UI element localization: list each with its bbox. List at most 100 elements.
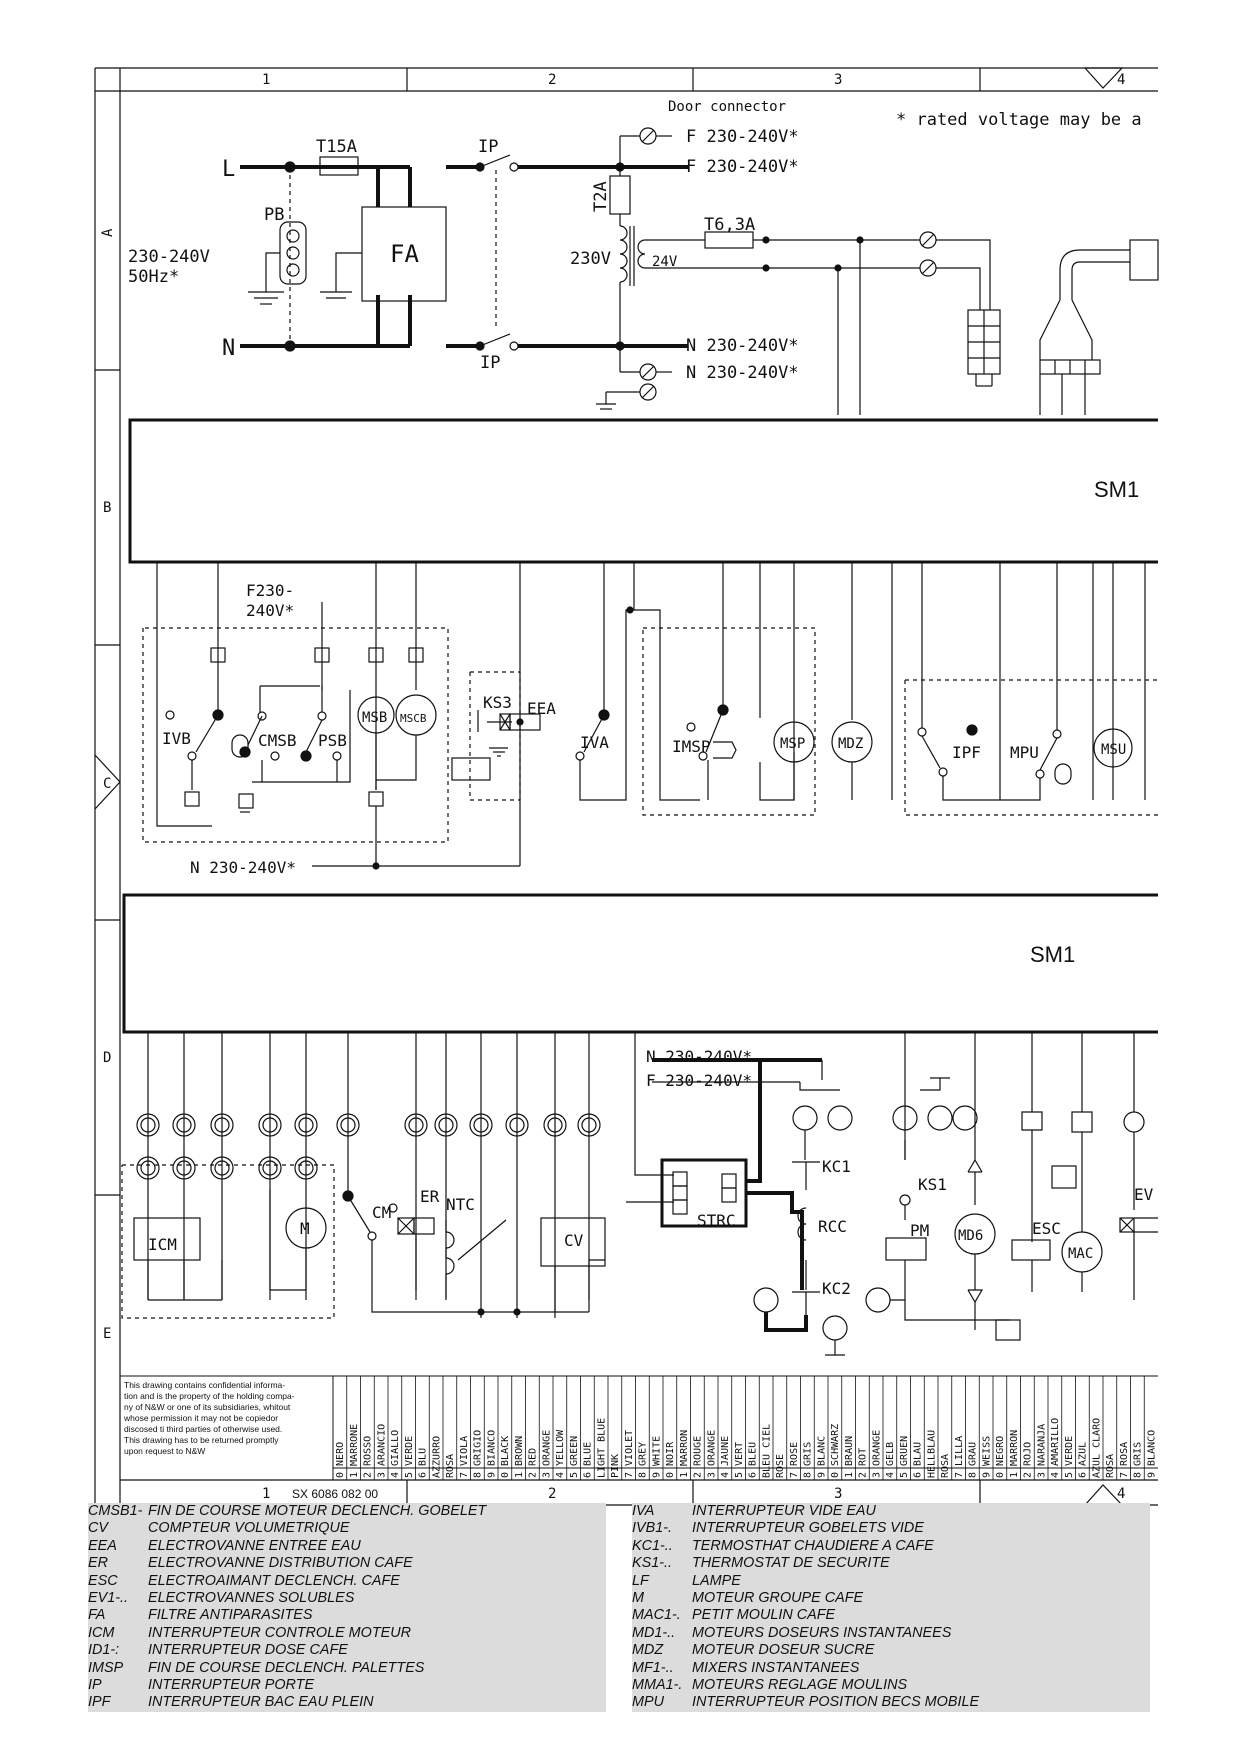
legend-desc: THERMOSTAT DE SECURITE xyxy=(692,1555,890,1572)
svg-text:N 230-240V*: N 230-240V* xyxy=(686,336,799,356)
legend-code: IVA xyxy=(632,1503,655,1519)
wire-color-label: 1 MARRON xyxy=(679,1430,690,1478)
svg-text:PM: PM xyxy=(910,1221,929,1240)
wire-color-label: 6 BLU xyxy=(418,1448,429,1478)
svg-text:tion and is the property of th: tion and is the property of the holding … xyxy=(124,1391,295,1401)
wire-color-label: 4 GIALLO xyxy=(390,1430,401,1478)
wire-color-label: LIGHT BLUE xyxy=(596,1418,607,1478)
legend-desc: INTERRUPTEUR PORTE xyxy=(148,1677,315,1694)
wire-color-label: 6 AZUL xyxy=(1078,1442,1089,1478)
wire-color-label: 0 NEGRO xyxy=(995,1436,1006,1478)
wire-color-label: 8 GRAU xyxy=(968,1442,979,1478)
svg-text:L: L xyxy=(222,157,235,182)
svg-text:IP: IP xyxy=(480,353,500,373)
wire-color-label: 9 BLANC xyxy=(816,1436,827,1478)
svg-text:1: 1 xyxy=(262,72,270,88)
wire-color-label: AZUL CLARO xyxy=(1091,1418,1102,1478)
fuse-t15a xyxy=(319,156,359,176)
svg-text:SM1: SM1 xyxy=(1094,477,1139,502)
legend-row: ID1-:INTERRUPTEUR DOSE CAFE xyxy=(88,1642,606,1659)
wire-color-label: 7 LILLA xyxy=(954,1436,965,1478)
legend-desc: MOTEURS DOSEURS INSTANTANEES xyxy=(692,1624,952,1641)
legend-desc: ELECTROVANNES SOLUBLES xyxy=(148,1590,355,1607)
svg-text:KC2: KC2 xyxy=(822,1279,851,1298)
wire-color-label: 1 MARRONE xyxy=(349,1424,360,1478)
svg-text:50Hz*: 50Hz* xyxy=(128,267,179,287)
wire-color-label: 0 NOIR xyxy=(665,1441,676,1478)
wire-color-label: 9 BIANCO xyxy=(486,1430,497,1478)
svg-text:T2A: T2A xyxy=(591,181,611,212)
svg-text:T6,3A: T6,3A xyxy=(704,215,755,235)
svg-text:MSP: MSP xyxy=(780,736,805,752)
svg-text:CMSB: CMSB xyxy=(258,731,297,750)
wire-color-label: 8 GRIGIO xyxy=(473,1430,484,1478)
svg-text:PB: PB xyxy=(264,205,284,225)
legend-code: LF xyxy=(632,1572,649,1589)
legend-row: IVB1-.INTERRUPTEUR GOBELETS VIDE xyxy=(632,1520,1150,1537)
wire-color-label: 2 ROSSO xyxy=(363,1436,374,1478)
wire-color-label: 9 BLANCO xyxy=(1146,1430,1157,1478)
legend-row: MF1-..MIXERS INSTANTANEES xyxy=(632,1660,1150,1677)
svg-text:M: M xyxy=(300,1219,310,1238)
legend-code: M xyxy=(632,1590,644,1607)
svg-text:STRC: STRC xyxy=(697,1211,736,1230)
legend-desc: ELECTROVANNE ENTREE EAU xyxy=(148,1537,361,1554)
svg-text:D: D xyxy=(103,1050,111,1066)
svg-text:1: 1 xyxy=(262,1486,270,1502)
svg-text:discosed ti third parties of o: discosed ti third parties of otherwise u… xyxy=(124,1424,282,1434)
legend-row: EV1-.. ELECTROVANNES SOLUBLES xyxy=(88,1590,606,1607)
svg-text:MPU: MPU xyxy=(1010,743,1039,762)
legend-right: IVA INTERRUPTEUR VIDE EAU IVB1-.INTERRUPT… xyxy=(632,1503,1150,1712)
legend-row: MAC1-.PETIT MOULIN CAFE xyxy=(632,1607,1150,1624)
svg-text:240V*: 240V* xyxy=(246,601,294,620)
legend-code: ID1-: xyxy=(88,1642,120,1659)
legend-left: CMSB1-FIN DE COURSE MOTEUR DECLENCH. GOB… xyxy=(88,1503,606,1712)
legend-code: IMSP xyxy=(88,1659,124,1676)
wire-color-label: 6 BLEU xyxy=(748,1442,759,1478)
legend-desc: MOTEUR DOSEUR SUCRE xyxy=(692,1642,875,1659)
wire-color-label: 2 ROT xyxy=(858,1448,869,1478)
svg-text:A: A xyxy=(100,228,116,237)
svg-text:whose permission it may not be: whose permission it may not be copiedor xyxy=(123,1413,278,1423)
svg-text:FA: FA xyxy=(390,240,419,268)
legend-code: KS1-.. xyxy=(632,1555,672,1572)
wire-color-label: BLEU CIEL xyxy=(761,1424,772,1478)
legend-code: EV1-.. xyxy=(88,1590,128,1607)
legend-row: M MOTEUR GROUPE CAFE xyxy=(632,1590,1150,1607)
legend-desc: ELECTROAIMANT DECLENCH. CAFE xyxy=(148,1572,400,1589)
svg-text:SX 6086 082 00: SX 6086 082 00 xyxy=(292,1487,378,1501)
wire-color-label: 7 VIOLET xyxy=(624,1430,635,1478)
legend-code: MDZ xyxy=(632,1642,664,1659)
svg-text:2: 2 xyxy=(548,1486,556,1502)
legend-code: MAC1-. xyxy=(632,1607,681,1624)
svg-text:KC1: KC1 xyxy=(822,1157,851,1176)
svg-text:230V: 230V xyxy=(570,249,611,269)
wire-color-label: 3 ARANCIO xyxy=(376,1424,387,1478)
svg-text:C: C xyxy=(103,776,111,792)
wire-color-label: 8 GRIS xyxy=(803,1442,814,1478)
legend-row: MD1-..MOTEURS DOSEURS INSTANTANEES xyxy=(632,1625,1150,1642)
legend-code: ER xyxy=(88,1555,108,1572)
svg-text:230-240V: 230-240V xyxy=(128,247,210,267)
svg-text:KS3: KS3 xyxy=(483,693,512,712)
legend-desc: MOTEUR GROUPE CAFE xyxy=(692,1590,864,1607)
legend-desc: INTERRUPTEUR VIDE EAU xyxy=(692,1503,876,1519)
legend-desc: INTERRUPTEUR BAC EAU PLEIN xyxy=(148,1694,374,1711)
legend-desc: INTERRUPTEUR POSITION BECS MOBILE xyxy=(692,1694,980,1711)
svg-text:B: B xyxy=(103,500,111,516)
wire-color-label: 2 ROUGE xyxy=(693,1436,704,1478)
legend-desc: MOTEURS REGLAGE MOULINS xyxy=(692,1677,908,1694)
svg-text:KS1: KS1 xyxy=(918,1175,947,1194)
wire-color-label: AZZURRO xyxy=(431,1436,442,1478)
legend-desc: ELECTROVANNE DISTRIBUTION CAFE xyxy=(148,1555,413,1572)
svg-text:IVA: IVA xyxy=(580,733,609,752)
wire-color-label: 4 GELB xyxy=(885,1442,896,1478)
wire-color-label: 2 RED xyxy=(528,1448,539,1478)
svg-text:This drawing contains confiden: This drawing contains confidential infor… xyxy=(124,1380,285,1390)
sm1-board-bottom xyxy=(122,893,1158,1034)
svg-text:T15A: T15A xyxy=(316,137,357,157)
svg-text:upon request to N&W: upon request to N&W xyxy=(124,1446,205,1456)
